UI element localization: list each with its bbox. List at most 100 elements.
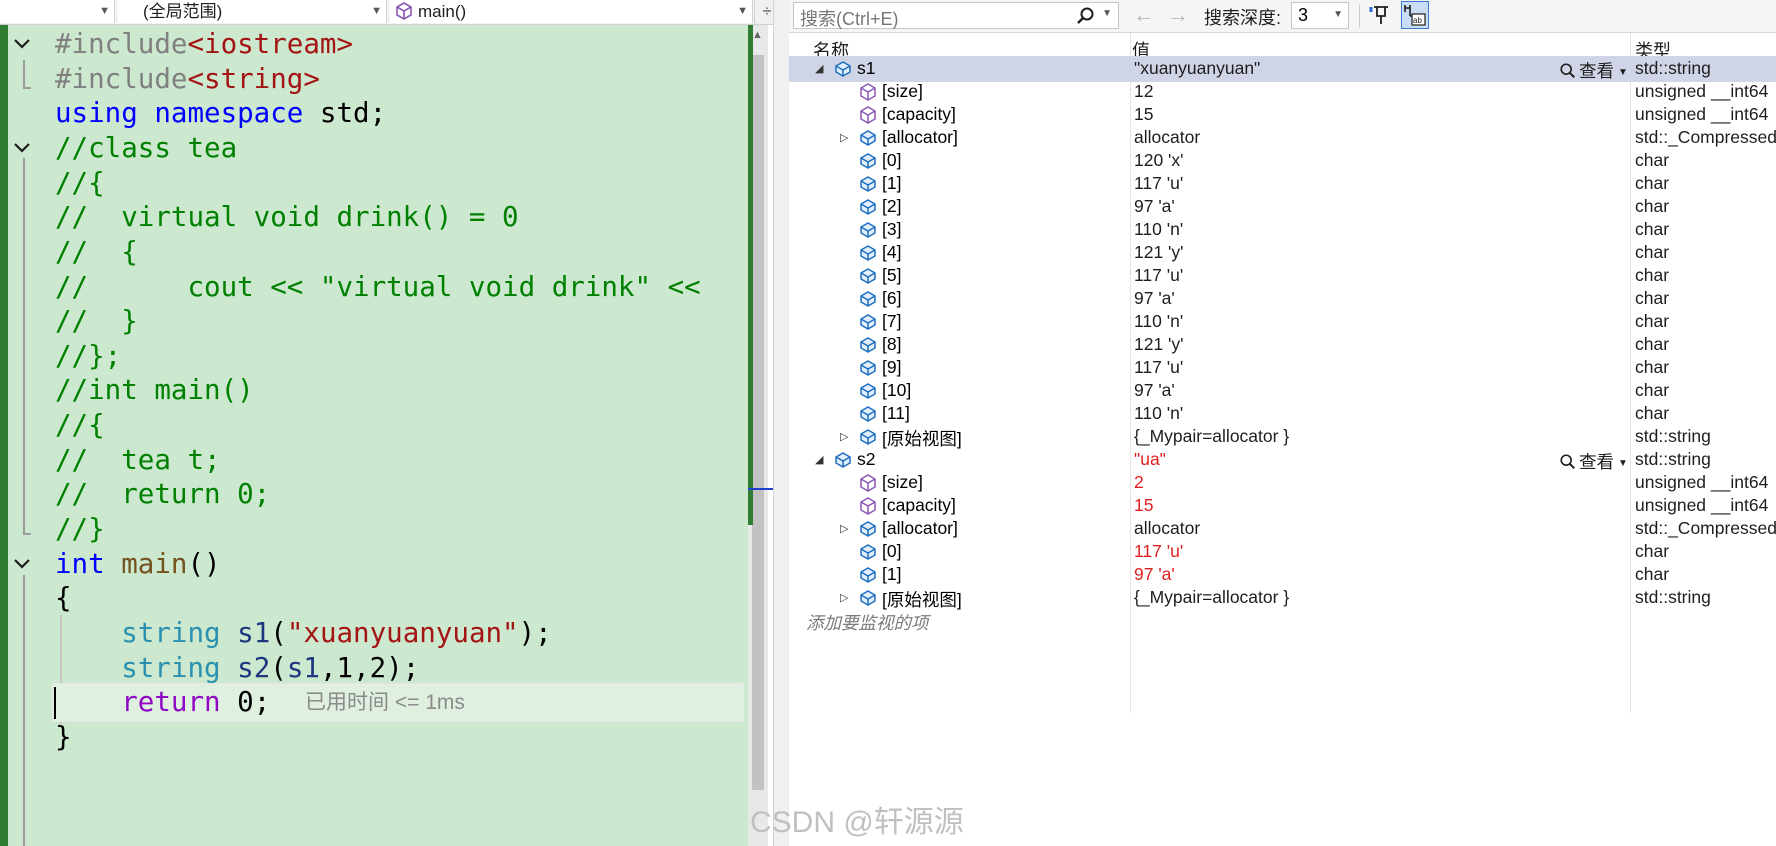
watch-item-value[interactable]: 97 'a' [1134,288,1175,308]
watch-member-row[interactable]: [7]110 'n'char [789,309,1776,335]
watch-member-row[interactable]: [10]97 'a'char [789,378,1776,404]
code-line[interactable]: //class tea [0,129,748,168]
hexadecimal-display-toggle[interactable]: ab [1401,1,1429,29]
code-line[interactable]: //int main() [55,374,254,406]
code-line[interactable]: //{ [55,409,105,441]
watch-item-value[interactable]: allocator [1134,518,1201,538]
watch-member-row[interactable]: [8]121 'y'char [789,332,1776,358]
watch-member-row[interactable]: [4]121 'y'char [789,240,1776,266]
watch-item-value[interactable]: 97 'a' [1134,564,1175,584]
code-line[interactable]: // return 0; [55,478,271,510]
watch-member-row[interactable]: [1]117 'u'char [789,171,1776,197]
code-line[interactable]: { [55,582,72,614]
code-line[interactable]: string s1("xuanyuanyuan"); [121,617,552,649]
watch-variable-row[interactable]: ◢s2"ua"查看▼std::string [789,447,1776,473]
search-depth-dropdown[interactable]: 3 ▼ [1291,2,1349,29]
project-dropdown[interactable]: ▼ [0,0,115,23]
watch-member-row[interactable]: [3]110 'n'char [789,217,1776,243]
collapsed-triangle-icon[interactable]: ▷ [840,431,849,443]
code-area[interactable]: #include<iostream> #include<string> usin… [0,25,748,846]
search-back-arrow-icon[interactable]: ← [1133,2,1155,27]
watch-member-row[interactable]: ▷[原始视图]{_Mypair=allocator }std::string [789,585,1776,611]
code-line[interactable]: #include<iostream> [0,25,748,64]
perf-tip[interactable]: 已用时间 <= 1ms [305,691,465,714]
add-watch-placeholder[interactable]: 添加要监视的项 [806,613,929,633]
watch-item-value[interactable]: {_Mypair=allocator } [1134,587,1290,607]
watch-item-value[interactable]: 15 [1134,495,1154,515]
code-line[interactable]: #include<string> [0,60,748,99]
member-dropdown[interactable]: main() ▼ [390,0,753,23]
code-line[interactable]: // { [55,236,138,268]
collapse-chevron-icon[interactable] [12,138,32,158]
collapsed-triangle-icon[interactable]: ▷ [840,132,849,144]
watch-item-value[interactable]: 121 'y' [1134,334,1184,354]
watch-item-value[interactable]: "ua" [1134,449,1166,469]
code-line[interactable]: // tea t; [55,444,221,476]
watch-item-value[interactable]: 12 [1134,81,1154,101]
watch-member-row[interactable]: [2]97 'a'char [789,194,1776,220]
code-line[interactable]: // virtual void drink() = 0 [55,201,519,233]
code-editor[interactable]: ▼ (全局范围) ▼ main() ▼ ÷ #include<iostream>… [0,0,778,846]
chevron-down-icon[interactable]: ▼ [1102,8,1112,19]
watch-member-row[interactable]: [1]97 'a'char [789,562,1776,588]
code-line[interactable]: //}; [55,340,122,372]
search-icon[interactable] [1076,6,1096,31]
watch-item-value[interactable]: "xuanyuanyuan" [1134,58,1261,78]
add-watch-row[interactable]: 添加要监视的项 [789,608,1776,634]
text-visualizer-button[interactable]: 查看▼ [1559,449,1628,474]
pin-icon[interactable] [1368,2,1394,29]
code-line[interactable]: using namespace std; [55,97,387,129]
watch-item-value[interactable]: 110 'n' [1134,311,1184,331]
code-line[interactable]: string s2(s1,1,2); [121,652,420,684]
watch-member-row[interactable]: [0]120 'x'char [789,148,1776,174]
watch-member-row[interactable]: ▷[allocator]allocatorstd::_Compressed_pa… [789,516,1776,542]
watch-item-value[interactable]: 110 'n' [1134,219,1184,239]
code-line[interactable]: //{ [55,167,105,199]
watch-item-value[interactable]: 117 'u' [1134,541,1184,561]
scroll-up-icon[interactable]: ▲ [752,29,763,41]
watch-item-value[interactable]: 117 'u' [1134,357,1184,377]
watch-item-value[interactable]: 15 [1134,104,1154,124]
text-visualizer-button[interactable]: 查看▼ [1559,58,1628,83]
watch-item-value[interactable]: 117 'u' [1134,265,1184,285]
watch-member-row[interactable]: [9]117 'u'char [789,355,1776,381]
watch-member-row[interactable]: ▷[原始视图]{_Mypair=allocator }std::string [789,424,1776,450]
watch-member-row[interactable]: ▷[allocator]allocatorstd::_Compressed_pa… [789,125,1776,151]
pane-splitter[interactable] [773,0,790,846]
watch-search-box[interactable]: 搜索(Ctrl+E) ▼ [793,2,1119,29]
watch-member-row[interactable]: [5]117 'u'char [789,263,1776,289]
scope-dropdown[interactable]: (全局范围) ▼ [118,0,387,23]
watch-item-value[interactable]: allocator [1134,127,1201,147]
code-line[interactable]: // cout << "virtual void drink" << [55,271,701,303]
watch-item-value[interactable]: 117 'u' [1134,173,1184,193]
scrollbar-thumb[interactable] [752,55,764,790]
watch-item-value[interactable]: 97 'a' [1134,380,1175,400]
collapsed-triangle-icon[interactable]: ▷ [840,592,849,604]
watch-item-value[interactable]: 121 'y' [1134,242,1184,262]
editor-vertical-scrollbar[interactable]: ▲ [748,25,774,846]
collapse-chevron-icon[interactable] [12,34,32,54]
expanded-triangle-icon[interactable]: ◢ [815,63,824,75]
watch-item-value[interactable]: 97 'a' [1134,196,1175,216]
current-line[interactable]: return 0; 已用时间 <= 1ms [0,683,748,722]
watch-member-row[interactable]: [6]97 'a'char [789,286,1776,312]
search-forward-arrow-icon[interactable]: → [1167,2,1189,27]
watch-item-value[interactable]: {_Mypair=allocator } [1134,426,1290,446]
watch-variable-row[interactable]: ◢s1"xuanyuanyuan"查看▼std::string [789,56,1776,82]
watch-item-value[interactable]: 120 'x' [1134,150,1184,170]
code-line[interactable]: int main() [0,545,748,584]
expanded-triangle-icon[interactable]: ◢ [815,454,824,466]
collapse-chevron-icon[interactable] [12,554,32,574]
watch-item-value[interactable]: 110 'n' [1134,403,1184,423]
code-line[interactable]: //} [55,513,105,545]
watch-item-value[interactable]: 2 [1134,472,1144,492]
code-line[interactable]: // } [55,305,138,337]
code-line[interactable]: } [55,721,72,753]
watch-member-row[interactable]: [11]110 'n'char [789,401,1776,427]
watch-member-row[interactable]: [0]117 'u'char [789,539,1776,565]
collapsed-triangle-icon[interactable]: ▷ [840,523,849,535]
